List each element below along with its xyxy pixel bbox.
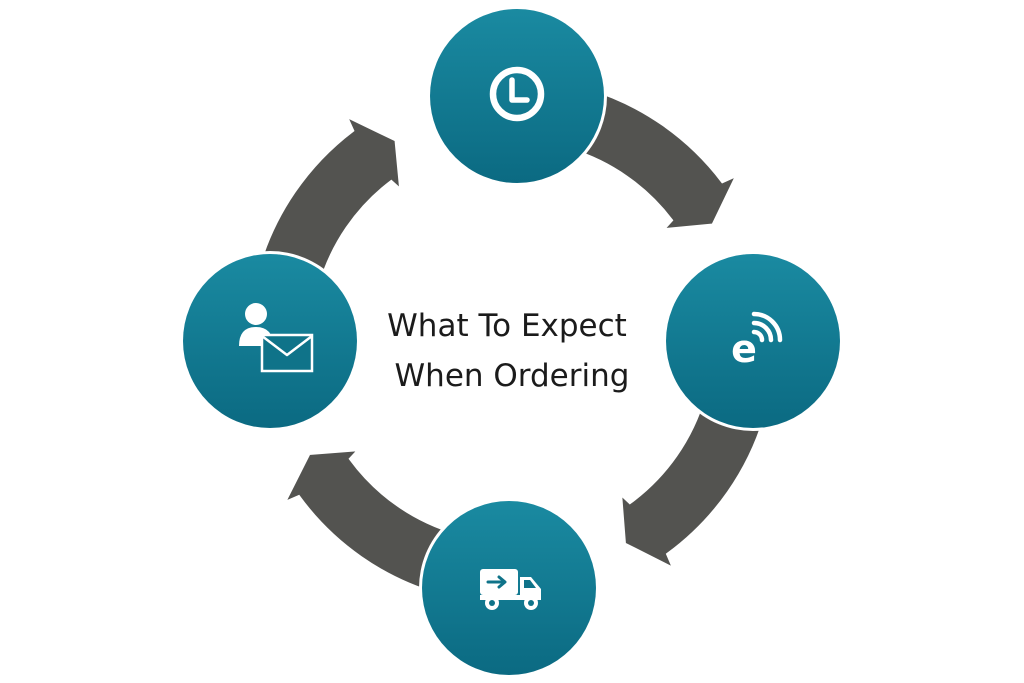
arrow-top-left xyxy=(256,112,403,288)
arrow-bottom-left xyxy=(281,447,459,597)
cycle-arrows xyxy=(256,86,768,597)
clock-icon xyxy=(489,66,545,122)
node-left xyxy=(180,251,360,431)
title-line-2: When Ordering xyxy=(395,358,630,394)
node-top xyxy=(427,6,607,186)
user-email-icon xyxy=(239,303,314,373)
center-title: What To Expect When Ordering xyxy=(387,308,629,394)
delivery-truck-icon xyxy=(480,569,541,610)
svg-text:e: e xyxy=(731,327,757,371)
title-line-1: What To Expect xyxy=(387,308,627,344)
arrow-bottom-right xyxy=(618,394,768,572)
e-commerce-wireless-icon: e xyxy=(731,311,783,371)
arrow-top-right xyxy=(568,86,741,232)
node-bottom xyxy=(419,498,599,678)
node-right: e xyxy=(663,251,843,431)
